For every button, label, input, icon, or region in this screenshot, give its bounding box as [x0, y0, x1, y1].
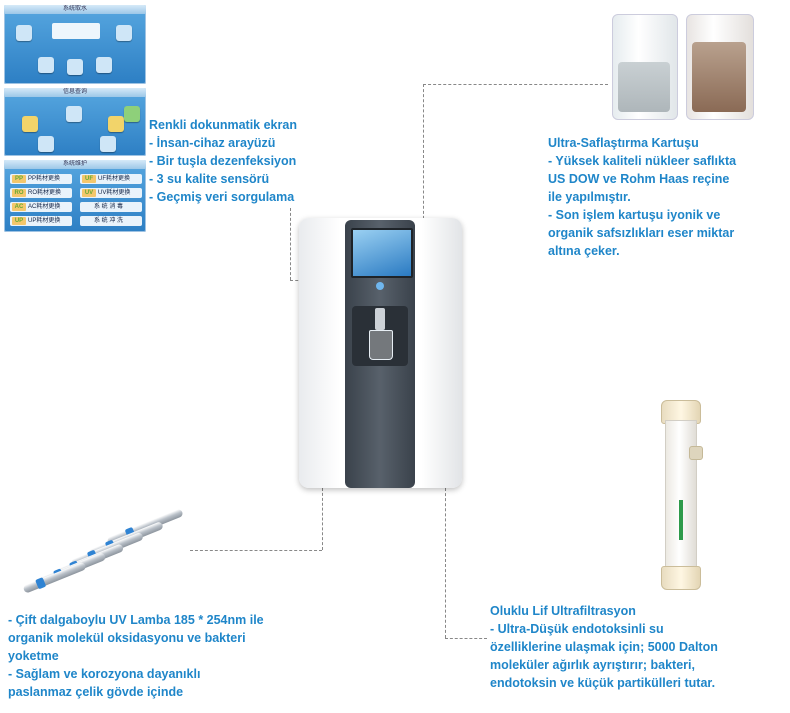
caption-line: paslanmaz çelik gövde içinde [8, 685, 184, 699]
settings-icon [67, 59, 83, 75]
caption-line: Renkli dokunmatik ekran [149, 118, 297, 132]
resin-left [618, 62, 670, 112]
caption-line: - İnsan-cihaz arayüzü [149, 136, 276, 150]
connector-uv-h [190, 550, 322, 551]
caption-line: - Son işlem kartuşu iyonik ve [548, 208, 721, 222]
machine-touchscreen[interactable] [351, 228, 413, 278]
warning-icon [22, 116, 38, 132]
caption-line: özelliklerine ulaşmak için; 5000 Dalton [490, 640, 718, 654]
cartridge-caption: Ultra-Saflaştırma Kartuşu - Yüksek kalit… [548, 134, 736, 260]
caption-line: - Bir tuşla dezenfeksiyon [149, 154, 297, 168]
caption-line: - Çift dalgaboylu UV Lamba 185 * 254nm i… [8, 613, 264, 627]
maint-item: 系 统 消 毒 [80, 202, 142, 212]
caption-line: altına çeker. [548, 244, 620, 258]
chart-icon [100, 136, 116, 152]
caption-line: - Ultra-Düşük endotoksinli su [490, 622, 664, 636]
filter-side-port [689, 446, 703, 460]
uv-lamp [22, 561, 87, 594]
screen-title: 系统维护 [4, 160, 146, 169]
caption-line: Oluklu Lif Ultrafiltrasyon [490, 604, 636, 618]
caption-line: - Yüksek kaliteli nükleer saflıkta [548, 154, 737, 168]
screen-title: 信息查询 [4, 88, 146, 97]
filter-label-stripe [679, 500, 683, 540]
connector-cartridge-v [423, 84, 424, 224]
touchscreen-info-menu: 信息查询 [4, 88, 146, 156]
tools-icon [96, 57, 112, 73]
drop-icon [116, 25, 132, 41]
filter-body [665, 420, 697, 572]
gauge-icon [66, 106, 82, 122]
help-icon [108, 116, 124, 132]
caption-line: - 3 su kalite sensörü [149, 172, 270, 186]
resin-right [692, 42, 746, 112]
hollow-fiber-filter [655, 400, 705, 590]
touchscreen-main-menu: 系统取水 [4, 5, 146, 84]
connector-cartridge [423, 84, 608, 85]
tap-icon [16, 25, 32, 41]
info-icon [38, 136, 54, 152]
connector-uf [445, 488, 446, 638]
connector-uv [322, 488, 323, 550]
caption-line: US DOW ve Rohm Haas reçine [548, 172, 730, 186]
dispense-button[interactable] [376, 282, 384, 290]
caption-line: endotoksin ve küçük partikülleri tutar. [490, 676, 716, 690]
mail-icon [38, 57, 54, 73]
display-strip [52, 23, 100, 39]
caption-line: yoketme [8, 649, 59, 663]
uv-lamps [20, 508, 190, 600]
ultra-purification-cartridges [612, 12, 774, 122]
ultrafiltration-caption: Oluklu Lif Ultrafiltrasyon - Ultra-Düşük… [490, 602, 718, 692]
connector-uf-h [445, 638, 487, 639]
caption-line: - Geçmiş veri sorgulama [149, 190, 295, 204]
maint-item: 系 统 冲 洗 [80, 216, 142, 226]
caption-line: - Sağlam ve korozyona dayanıklı [8, 667, 201, 681]
water-purifier-unit [299, 218, 462, 488]
caption-line: organik molekül oksidasyonu ve bakteri [8, 631, 246, 645]
caption-line: moleküler ağırlık ayrıştırır; bakteri, [490, 658, 695, 672]
beaker [369, 330, 393, 360]
touchscreen-caption: Renkli dokunmatik ekran - İnsan-cihaz ar… [149, 116, 297, 206]
leaf-icon [124, 106, 140, 122]
filter-cap-bottom [661, 566, 701, 590]
screen-title: 系统取水 [4, 5, 146, 14]
caption-line: ile yapılmıştır. [548, 190, 631, 204]
uv-lamp-caption: - Çift dalgaboylu UV Lamba 185 * 254nm i… [8, 611, 264, 701]
water-tap[interactable] [375, 308, 385, 330]
caption-line: organik safsızlıkları eser miktar [548, 226, 735, 240]
connector-touchscreen [290, 208, 291, 280]
caption-line: Ultra-Saflaştırma Kartuşu [548, 136, 699, 150]
